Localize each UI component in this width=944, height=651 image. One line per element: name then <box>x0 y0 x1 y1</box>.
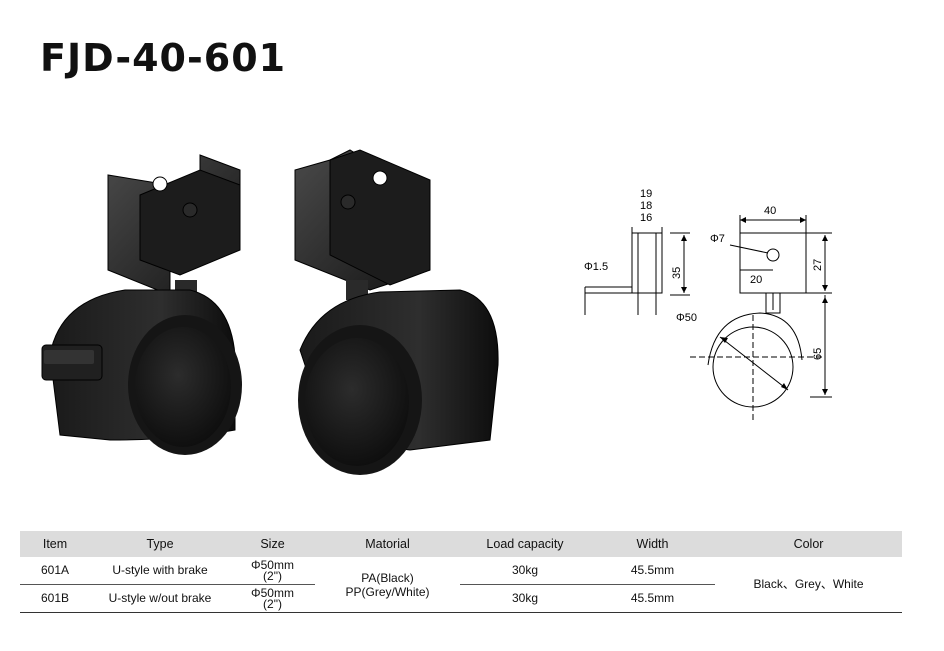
header-type: Type <box>90 531 230 557</box>
cell-load: 30kg <box>460 557 590 585</box>
product-photos <box>41 149 499 475</box>
cell-width: 45.5mm <box>590 557 715 585</box>
side-view-bracket <box>631 232 663 294</box>
page-title: FJD-40-601 <box>40 36 287 80</box>
dim-phi1-5: Φ1.5 <box>584 261 608 273</box>
cell-type: U-style w/out brake <box>90 584 230 613</box>
header-size: Size <box>230 531 315 557</box>
dim-35: 35 <box>671 267 683 279</box>
dim-40: 40 <box>764 205 776 217</box>
cell-size: Φ50mm (2") <box>230 557 315 585</box>
dim-phi50: Φ50 <box>676 312 697 324</box>
dim-phi7: Φ7 <box>710 233 725 245</box>
cell-size-line1: Φ50mm <box>251 585 294 600</box>
dim-27: 27 <box>812 259 824 271</box>
cell-type: U-style with brake <box>90 557 230 585</box>
dim-65: 65 <box>812 348 824 360</box>
cell-item: 601B <box>20 584 90 613</box>
dim-19: 19 <box>640 188 652 200</box>
caster-with-brake-image <box>41 154 242 455</box>
cell-size: Φ50mm (2") <box>230 584 315 613</box>
table-row: 601A U-style with brake Φ50mm (2") PA(Bl… <box>20 557 902 613</box>
header-material: Matorial <box>315 531 460 557</box>
dimension-drawing: 19 18 16 Φ1.5 35 40 Φ7 20 27 Φ50 65 <box>584 188 832 420</box>
cell-size-line1: Φ50mm <box>251 557 294 572</box>
cell-material: PA(Black) PP(Grey/White) <box>315 557 460 613</box>
header-color: Color <box>715 531 902 557</box>
header-item: Item <box>20 531 90 557</box>
table-row: 601B U-style w/out brake Φ50mm (2") 30kg… <box>20 584 902 613</box>
cell-size-line2: (2") <box>263 596 282 611</box>
spec-table: Item Type Size Matorial Load capacity Wi… <box>20 531 902 613</box>
cell-color: Black、Grey、White <box>715 557 902 613</box>
cell-load: 30kg <box>460 584 590 613</box>
header-width: Width <box>590 531 715 557</box>
cell-size-line2: (2") <box>263 568 282 583</box>
material-line1: PA(Black) <box>361 570 414 585</box>
dim-18: 18 <box>640 200 652 212</box>
dim-20: 20 <box>750 274 762 286</box>
cell-width: 45.5mm <box>590 584 715 613</box>
cell-item: 601A <box>20 557 90 585</box>
header-load-capacity: Load capacity <box>460 531 590 557</box>
material-line2: PP(Grey/White) <box>345 584 430 599</box>
table-header-row: Item Type Size Matorial Load capacity Wi… <box>20 531 902 557</box>
caster-without-brake-image <box>294 149 499 475</box>
dim-16: 16 <box>640 212 652 224</box>
